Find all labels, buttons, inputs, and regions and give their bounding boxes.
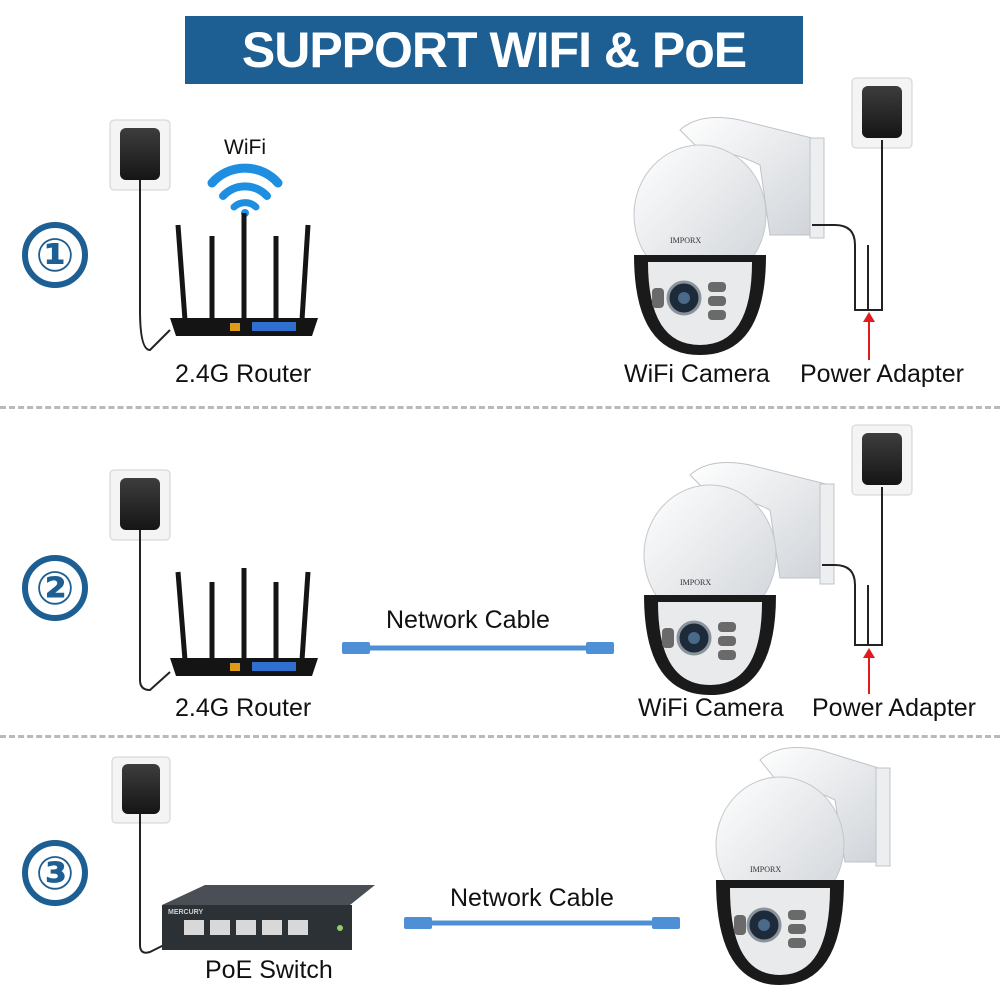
camera-power-adapter-icon [812,77,913,311]
camera-brand-label: IMPORX [750,865,781,874]
wifi-camera-label: WiFi Camera [624,360,770,388]
wifi-signal-icon [207,163,283,217]
router-label: 2.4G Router [175,360,312,388]
poe-switch-label: PoE Switch [205,956,333,984]
router-power-adapter-icon [109,119,171,352]
camera-brand-label: IMPORX [680,578,711,587]
camera-power-adapter-icon [822,424,913,646]
router-icon [170,568,318,676]
camera-brand-label: IMPORX [670,236,701,245]
arrow-up-icon [863,648,875,694]
arrow-up-icon [863,312,875,360]
switch-brand-label: MERCURY [168,909,203,916]
title-banner: SUPPORT WIFI & PoE [185,16,803,84]
poe-camera-icon [715,747,891,985]
switch-power-adapter-icon [111,756,171,954]
router-label: 2.4G Router [175,694,312,722]
poe-switch-icon [162,885,375,950]
step-3-number: ③ [22,840,88,906]
section-divider-2 [0,735,1000,738]
network-cable-label: Network Cable [450,884,614,912]
step-1-number: ① [22,222,88,288]
wifi-camera-icon [633,117,825,355]
section-divider-1 [0,406,1000,409]
step-2-number: ② [22,555,88,621]
router-power-adapter-icon [109,469,171,692]
power-adapter-label: Power Adapter [812,694,976,722]
wifi-camera-icon [643,462,835,695]
network-cable-icon [404,917,680,929]
router-icon [170,213,318,336]
network-cable-label: Network Cable [386,606,550,634]
network-cable-icon [342,642,614,654]
power-adapter-label: Power Adapter [800,360,964,388]
wifi-camera-label: WiFi Camera [638,694,784,722]
wifi-label: WiFi [224,136,266,159]
